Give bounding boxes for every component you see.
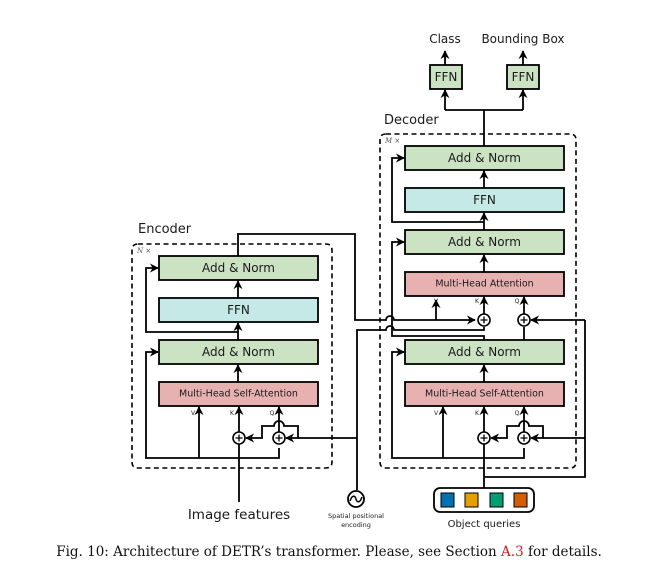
class-ffn-box xyxy=(429,64,463,90)
enc-port-q: Q xyxy=(270,410,275,417)
decoder-self-attention-label: Multi-Head Self-Attention xyxy=(425,389,544,400)
section-reference-link[interactable]: A.3 xyxy=(501,544,524,560)
encoder-self-attention-label: Multi-Head Self-Attention xyxy=(179,389,298,400)
encoder-to-decoder-wires: Spatial positional encoding xyxy=(237,233,485,529)
enc-port-v: V xyxy=(191,410,196,417)
encoder-add-norm-top-label: Add & Norm xyxy=(202,261,275,275)
enc-k-add-icon xyxy=(232,431,246,445)
bbox-ffn-label: FFN xyxy=(512,70,535,84)
enc-q-add-icon xyxy=(272,431,286,445)
decoder-ffn xyxy=(404,187,565,213)
decoder-add-norm-bottom xyxy=(404,339,565,365)
class-ffn-label: FFN xyxy=(435,70,458,84)
encoder: Encoder N × Add & Norm FFN Add & Norm Mu… xyxy=(131,222,357,502)
dec-cross-port-k: K xyxy=(475,298,480,305)
caption-text: Fig. 10: Architecture of DETR’s transfor… xyxy=(56,544,502,560)
decoder-add-norm-mid-label: Add & Norm xyxy=(448,235,521,249)
encoder-title: Encoder xyxy=(138,222,192,237)
object-queries-wires xyxy=(483,320,586,488)
bbox-ffn-box xyxy=(506,64,540,90)
positional-encoding-icon xyxy=(347,490,365,508)
encoder-stack-border xyxy=(131,243,333,469)
enc-ffn-residual xyxy=(145,263,238,333)
enc-pos-to-k xyxy=(245,420,299,443)
dec-self-port-k: K xyxy=(475,410,480,417)
enc-attn-residual xyxy=(145,347,280,459)
dec-cross-residual xyxy=(391,237,485,340)
object-query-2 xyxy=(464,492,479,508)
dec-self-k-add-icon xyxy=(477,431,491,445)
output-heads: Class Bounding Box FFN FFN xyxy=(429,32,565,146)
decoder-cross-attention-label: Multi-Head Attention xyxy=(435,279,533,290)
decoder-add-norm-bottom-label: Add & Norm xyxy=(448,345,521,359)
decoder-stack-border xyxy=(379,133,577,469)
decoder-add-norm-mid xyxy=(404,229,565,255)
encoder-add-norm-top xyxy=(158,255,319,281)
decoder: Decoder M × Add & Norm FFN Add & Norm Mu… xyxy=(379,113,585,469)
dec-self-port-v: V xyxy=(434,410,439,417)
dec-ffn-residual xyxy=(391,153,484,223)
encoder-add-norm-bottom-label: Add & Norm xyxy=(202,345,275,359)
dec-self-q-add-icon xyxy=(517,431,531,445)
dec-cross-q-add-icon xyxy=(517,313,531,327)
dec-self-residual xyxy=(391,347,525,459)
encoder-memory-to-k xyxy=(237,233,476,325)
positional-encoding-label-2: encoding xyxy=(341,521,371,529)
encoder-add-norm-bottom xyxy=(158,339,319,365)
decoder-cross-attention xyxy=(404,271,565,297)
decoder-add-norm-top-label: Add & Norm xyxy=(448,151,521,165)
positional-encoding-label-1: Spatial positional xyxy=(328,512,384,520)
decoder-title: Decoder xyxy=(384,113,439,128)
encoder-ffn-label: FFN xyxy=(227,303,250,317)
object-queries: Object queries xyxy=(433,487,535,530)
dec-cross-k-add-icon xyxy=(477,313,491,327)
image-features-label: Image features xyxy=(188,507,290,523)
figure-caption: Fig. 10: Architecture of DETR’s transfor… xyxy=(0,544,658,560)
dec-self-port-q: Q xyxy=(515,410,520,417)
object-query-4 xyxy=(513,492,528,508)
dec-query-pos-to-k xyxy=(490,420,544,443)
dec-cross-port-v: V xyxy=(434,298,439,305)
object-query-3 xyxy=(489,492,504,508)
class-label: Class xyxy=(429,32,461,46)
decoder-output-split xyxy=(445,109,523,146)
decoder-self-attention xyxy=(404,381,565,407)
pos-enc-to-decoder-k xyxy=(356,325,485,438)
object-queries-label: Object queries xyxy=(448,519,521,530)
decoder-add-norm-top xyxy=(404,145,565,171)
object-queries-container xyxy=(433,487,535,513)
encoder-self-attention xyxy=(158,381,319,407)
caption-suffix: for details. xyxy=(523,544,602,560)
decoder-ffn-label: FFN xyxy=(473,193,496,207)
dec-cross-port-q: Q xyxy=(515,298,520,305)
object-query-1 xyxy=(440,492,455,508)
bounding-box-label: Bounding Box xyxy=(481,32,564,46)
enc-port-k: K xyxy=(230,410,235,417)
encoder-repeat-label: N × xyxy=(136,247,151,255)
decoder-repeat-label: M × xyxy=(384,137,400,145)
